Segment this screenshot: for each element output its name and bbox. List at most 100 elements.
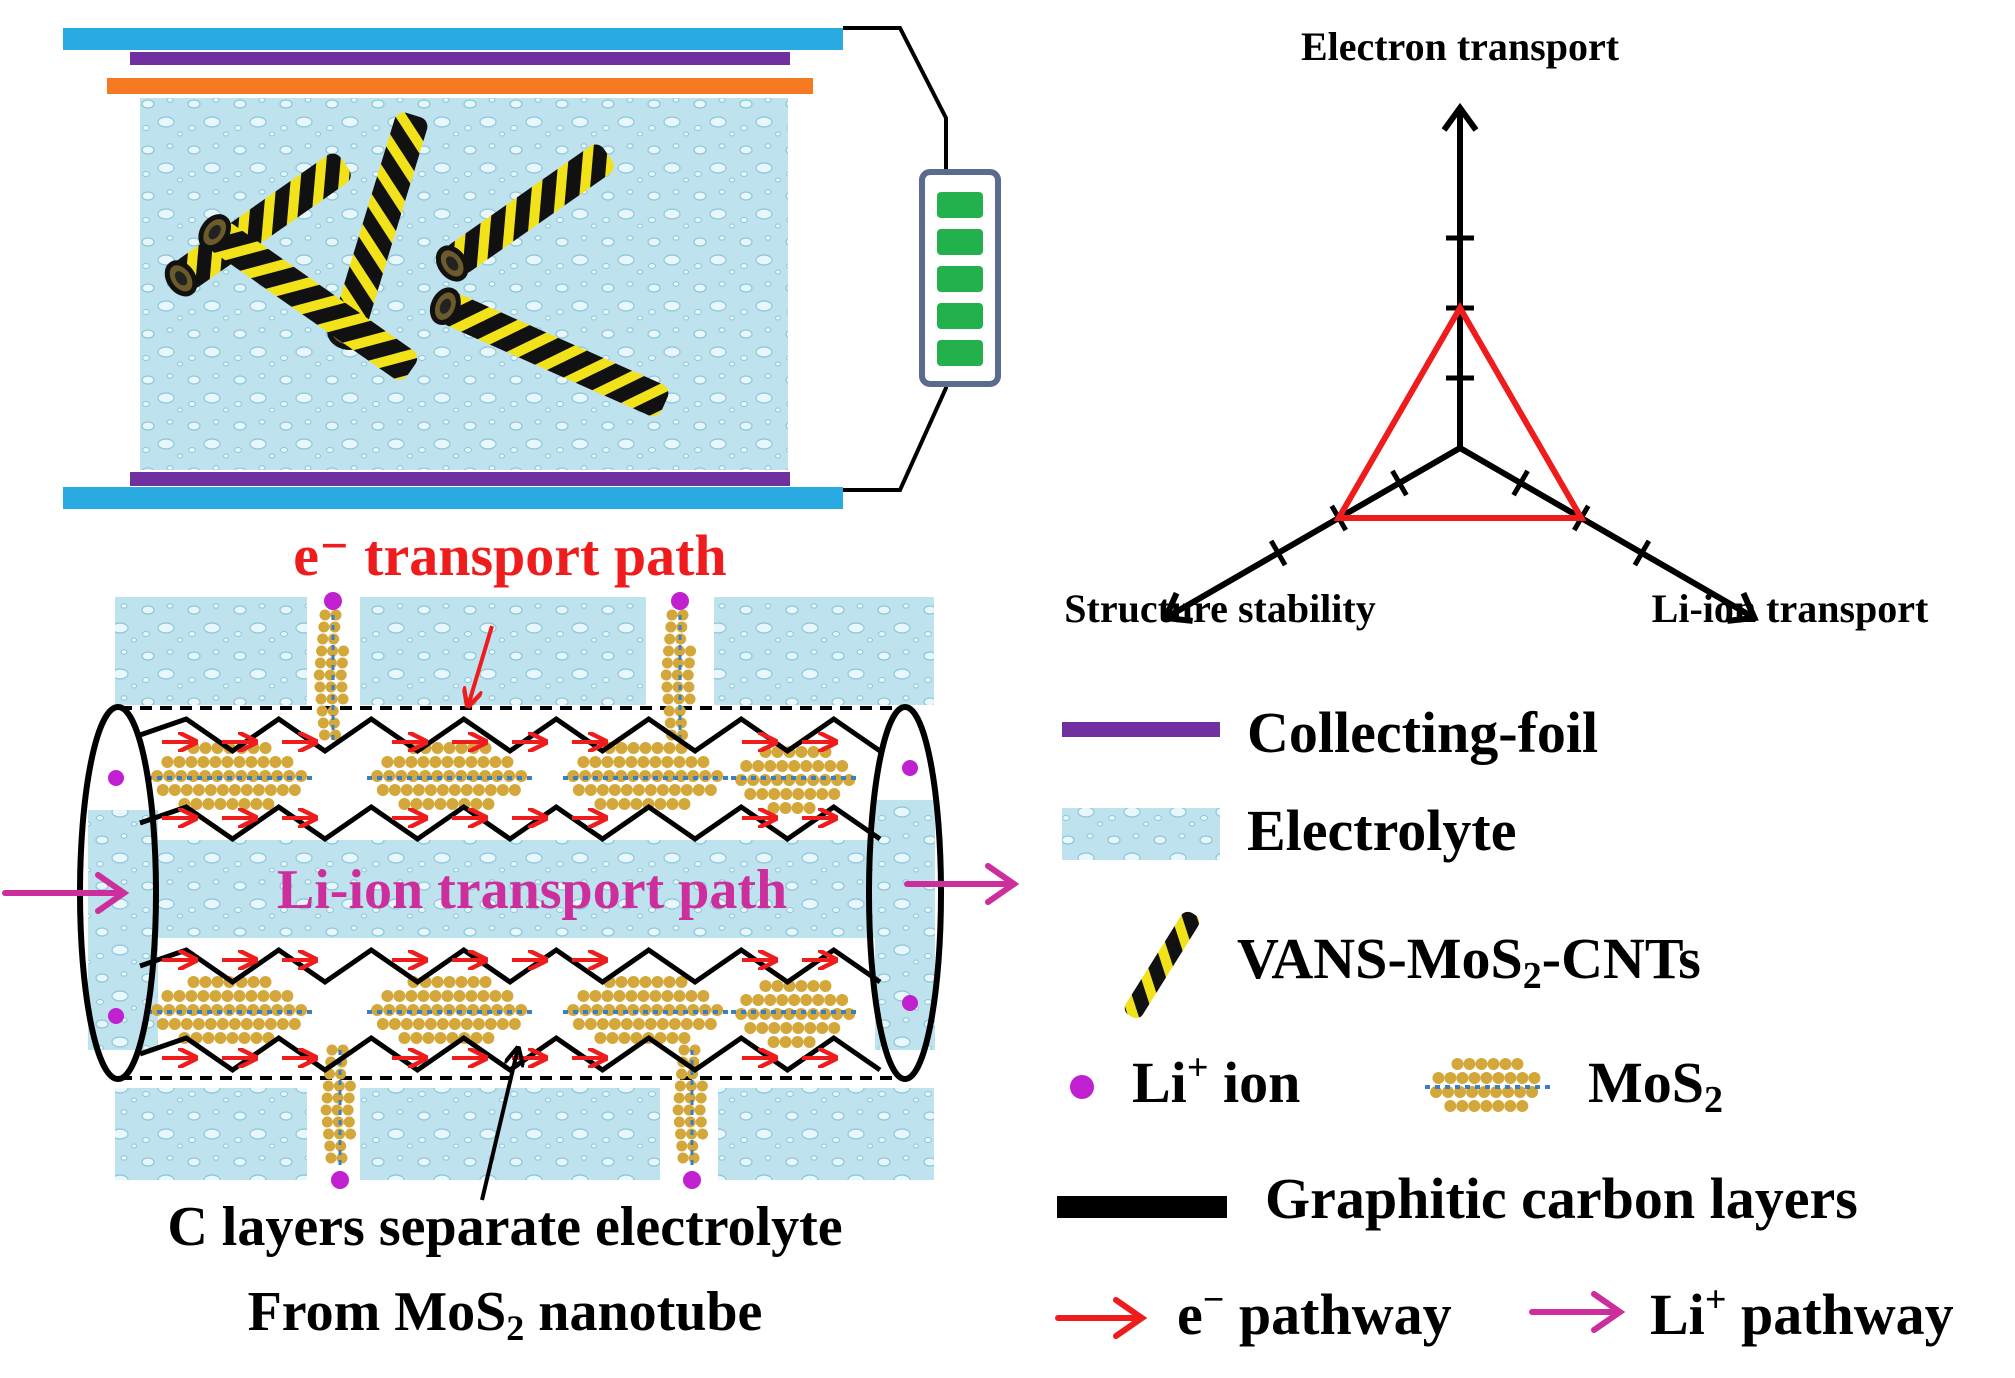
mos2-atom: [238, 1032, 251, 1044]
mos2-atom: [422, 1032, 435, 1044]
mos2-atom: [319, 729, 331, 741]
mos2-atom: [685, 756, 698, 768]
mos2-atom: [335, 669, 347, 681]
legend-swatch-electrolyte: [1062, 808, 1220, 860]
mos2-atom: [343, 1116, 355, 1128]
mos2-atom: [637, 990, 650, 1002]
mos2-atom: [792, 1022, 805, 1034]
mos2-atom: [803, 1036, 816, 1048]
mos2-atom: [496, 784, 509, 796]
mos2-atom: [630, 1032, 643, 1044]
mos2-atom: [446, 798, 459, 810]
mos2-atom: [338, 645, 350, 657]
mos2-atom: [1432, 1072, 1445, 1084]
mos2-atom: [388, 784, 401, 796]
carbon-layer-pointer: [480, 1048, 518, 1201]
mos2-atom: [180, 1018, 193, 1030]
mos2-atom: [417, 756, 430, 768]
mos2-vertical-cluster: [660, 609, 697, 741]
mos2-atom: [771, 980, 784, 992]
li-ion: [108, 770, 124, 786]
mos2-atom: [168, 784, 181, 796]
mos2-atom: [187, 976, 200, 988]
mos2-atom: [639, 976, 652, 988]
mos2-atom: [250, 798, 263, 810]
mos2-atom: [257, 756, 270, 768]
mos2-atom: [337, 693, 349, 705]
mos2-atom: [1480, 1100, 1493, 1112]
legend-label-graphitic: Graphitic carbon layers: [1265, 1166, 1858, 1231]
mos2-atom: [221, 756, 234, 768]
mos2-atom: [252, 784, 265, 796]
mos2-atom: [318, 621, 330, 633]
mos2-atom: [639, 742, 652, 754]
mos2-atom: [682, 669, 694, 681]
mos2-atom: [226, 1032, 239, 1044]
mos2-atom: [676, 1140, 688, 1152]
mos2-atom: [233, 990, 246, 1002]
mos2-atom: [661, 756, 674, 768]
mos2-atom: [656, 784, 669, 796]
mos2-atom: [828, 788, 841, 800]
mos2-atom: [436, 784, 449, 796]
mos2-atom: [792, 788, 805, 800]
mos2-atom: [441, 990, 454, 1002]
mos2-atom: [484, 784, 497, 796]
mos2-atom: [674, 1080, 686, 1092]
mos2-atom: [756, 788, 769, 800]
radar-performance-triangle: [1333, 301, 1587, 521]
top-current-collector: [63, 28, 843, 50]
mos2-atom: [431, 976, 444, 988]
battery-level-cells: [937, 192, 983, 366]
mos2-atom: [779, 802, 792, 814]
mos2-atom: [1451, 1058, 1464, 1070]
mos2-atom: [791, 802, 804, 814]
mos2-atom: [190, 798, 203, 810]
mos2-atom: [216, 784, 229, 796]
mos2-atom: [572, 1018, 585, 1030]
mos2-atom: [482, 1032, 495, 1044]
mos2-atom: [627, 742, 640, 754]
mos2-atom: [455, 976, 468, 988]
mos2-atom: [376, 1018, 389, 1030]
mos2-atom: [673, 990, 686, 1002]
electrolyte-channel-right: [875, 800, 935, 1050]
mos2-atom: [209, 990, 222, 1002]
mos2-atom: [453, 990, 466, 1002]
mos2-atom: [683, 681, 695, 693]
mos2-atom: [589, 990, 602, 1002]
mos2-atom: [424, 784, 437, 796]
mos2-atom: [405, 990, 418, 1002]
mos2-atom: [756, 1022, 769, 1034]
mos2-atom: [482, 798, 495, 810]
mos2-atom: [345, 1128, 357, 1140]
mos2-atom: [807, 980, 820, 992]
mos2-atom: [795, 980, 808, 992]
mos2-atom: [226, 798, 239, 810]
mos2-atom: [656, 1018, 669, 1030]
mos2-atom: [663, 742, 676, 754]
mos2-atom: [824, 760, 837, 772]
mos2-cluster: [731, 980, 861, 1048]
mos2-vertical-cluster: [313, 609, 350, 741]
mos2-atom: [434, 798, 447, 810]
li-ion: [683, 1171, 701, 1189]
cnt-group: [164, 112, 669, 417]
mos2-atom: [740, 994, 753, 1006]
mos2-atom: [156, 784, 169, 796]
mos2-atom: [185, 756, 198, 768]
legend-swatch-cnt: [1124, 911, 1200, 1019]
mos2-atom: [615, 742, 628, 754]
cnt-end-hole: [174, 271, 188, 286]
mos2-atom: [1480, 1072, 1493, 1084]
mos2-atom: [269, 756, 282, 768]
mos2-cluster: [367, 976, 537, 1044]
electrolyte-block: [718, 1088, 934, 1180]
mos2-atom: [673, 1116, 685, 1128]
mos2-atom: [696, 1080, 708, 1092]
radar-tick: [1390, 469, 1409, 497]
mos2-atom: [489, 756, 502, 768]
battery-cell: [937, 340, 983, 366]
mos2-atom: [320, 1104, 332, 1116]
battery-cell: [937, 303, 983, 329]
